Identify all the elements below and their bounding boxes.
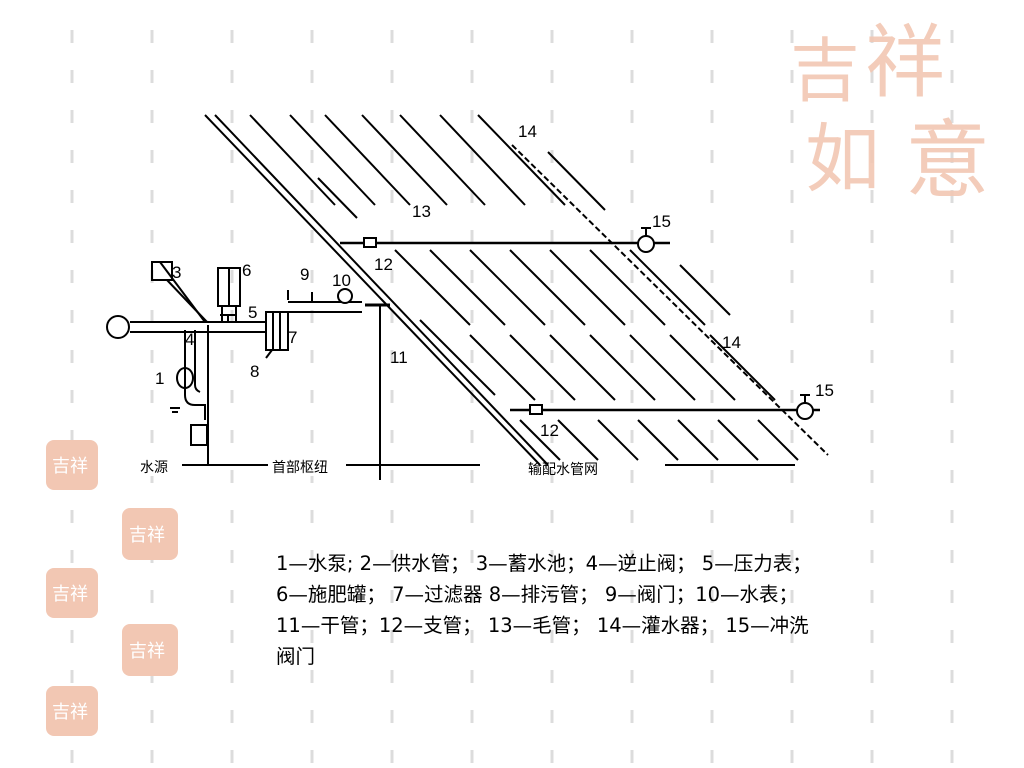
label-head-hub: 首部枢纽	[272, 460, 328, 476]
callout-7: 7	[288, 328, 297, 347]
svg-text:祥: 祥	[865, 16, 945, 109]
svg-text:吉祥: 吉祥	[52, 456, 88, 477]
emitter-line-right	[511, 144, 829, 456]
callout-3: 3	[172, 263, 181, 282]
svg-text:吉祥: 吉祥	[52, 702, 88, 723]
callout-15-upper: 15	[652, 212, 671, 231]
branch-valve-lower	[529, 404, 543, 415]
callout-11: 11	[390, 348, 408, 367]
flush-valve-upper	[637, 235, 655, 253]
reservoir-tank	[151, 261, 173, 281]
small-seal-4: 吉祥	[122, 624, 178, 676]
dashed-rule-pattern	[70, 30, 954, 768]
small-seal-3: 吉祥	[46, 568, 98, 618]
callout-12-lower: 12	[540, 421, 559, 440]
large-calligraphy-seal: 吉 祥 如 意	[790, 16, 990, 211]
pump-body	[184, 330, 206, 420]
water-meter	[337, 288, 353, 304]
callout-13: 13	[412, 202, 431, 221]
callout-14-upper: 14	[518, 122, 537, 141]
callout-14-lower: 14	[722, 333, 741, 352]
svg-text:吉: 吉	[790, 30, 860, 112]
filter-unit	[265, 311, 289, 351]
label-water-source: 水源	[140, 460, 168, 476]
component-legend: 1—水泵; 2—供水管； 3—蓄水池；4—逆止阀； 5—压力表； 6—施肥罐； …	[276, 548, 956, 672]
svg-text:吉祥: 吉祥	[52, 584, 88, 605]
small-seal-1: 吉祥	[46, 440, 98, 490]
callout-10: 10	[332, 271, 351, 290]
water-pump-circle	[106, 315, 130, 339]
callout-5: 5	[248, 303, 257, 322]
callout-1: 1	[155, 369, 164, 388]
number-callouts: 1 3 4 5 6 7 8 9 10 11 12 12 13 14 14 15 …	[155, 122, 834, 440]
svg-text:吉祥: 吉祥	[129, 641, 165, 662]
legend-line-4: 阀门	[276, 645, 316, 668]
legend-line-2: 6—施肥罐； 7—过滤器 8—排污管； 9—阀门；10—水表；	[276, 583, 799, 606]
small-seal-5: 吉祥	[46, 686, 98, 736]
flush-valve-lower	[796, 402, 814, 420]
callout-15-lower: 15	[815, 381, 834, 400]
suction-foot	[190, 424, 208, 446]
svg-text:如: 如	[805, 115, 880, 203]
callout-8: 8	[250, 362, 259, 381]
callout-4: 4	[185, 330, 194, 349]
svg-text:吉祥: 吉祥	[129, 525, 165, 546]
callout-9: 9	[300, 265, 309, 284]
small-seal-2: 吉祥	[122, 508, 178, 560]
callout-12-upper: 12	[374, 255, 393, 274]
svg-text:意: 意	[905, 112, 990, 211]
legend-line-3: 11—干管；12—支管； 13—毛管； 14—灌水器； 15—冲洗	[276, 614, 809, 637]
branch-valve-upper	[363, 237, 377, 248]
network-boundary-line	[204, 114, 541, 466]
lateral-lines	[249, 114, 799, 461]
main-pipe-line	[214, 114, 549, 466]
legend-line-1: 1—水泵; 2—供水管； 3—蓄水池；4—逆止阀； 5—压力表；	[276, 552, 812, 575]
label-distribution-network: 输配水管网	[528, 462, 598, 478]
callout-6: 6	[242, 261, 251, 280]
